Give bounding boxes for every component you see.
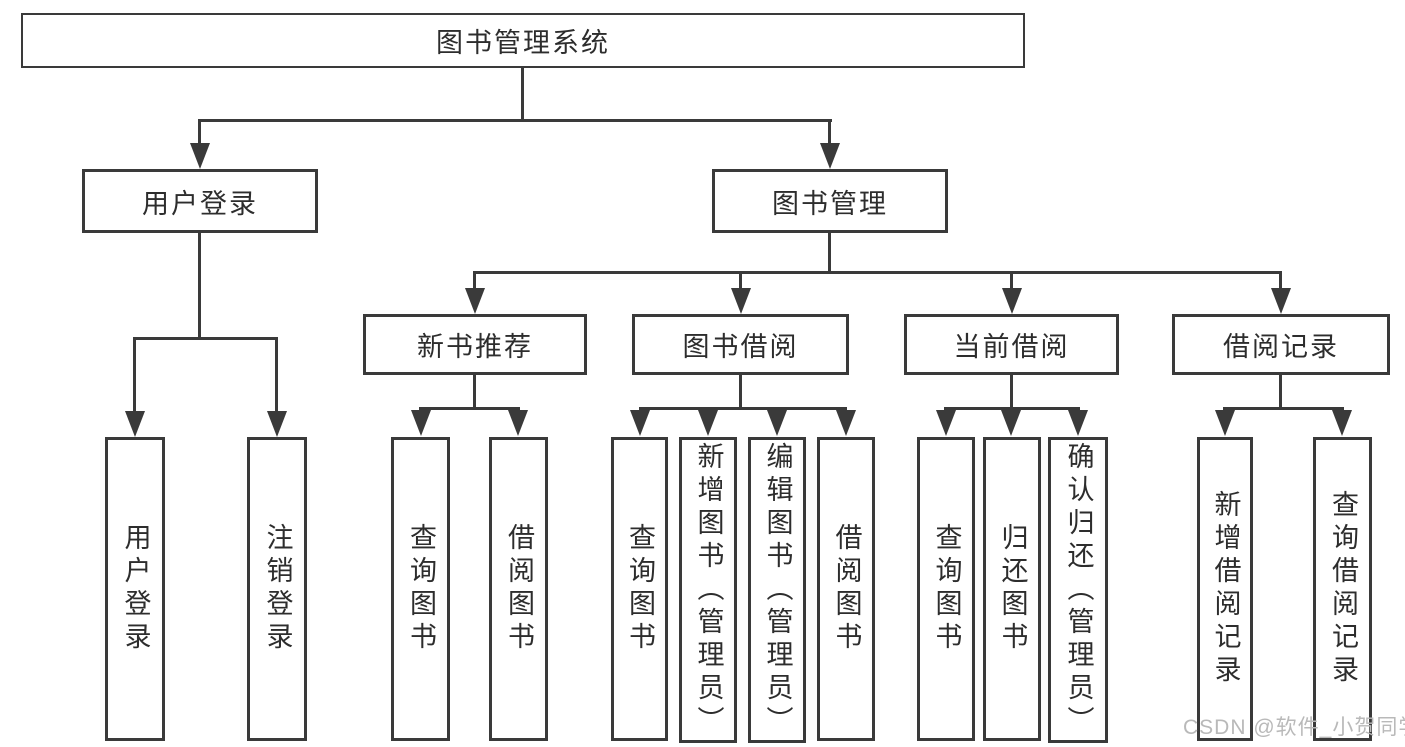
- node-label: 用户登录: [142, 188, 258, 219]
- node-label: 新书推荐: [417, 332, 533, 362]
- connector-line: [133, 337, 278, 340]
- arrow-down-icon: [698, 410, 718, 436]
- connector-line: [1279, 271, 1282, 291]
- node-label: 查询图书: [931, 523, 962, 655]
- connector-line: [739, 375, 742, 410]
- arrow-down-icon: [1215, 410, 1235, 436]
- node-label: 编辑图书（管理员）: [762, 441, 793, 739]
- connector-line: [198, 233, 201, 340]
- node-label: 新增借阅记录: [1210, 490, 1241, 688]
- node-label: 图书管理系统: [436, 28, 610, 58]
- connector-line: [521, 68, 524, 121]
- leaf-logout: 注销登录: [247, 437, 307, 741]
- leaf-query-borrow-record: 查询借阅记录: [1313, 437, 1372, 741]
- arrow-down-icon: [1068, 410, 1088, 436]
- node-label: 借阅记录: [1223, 332, 1339, 362]
- arrow-down-icon: [630, 410, 650, 436]
- connector-line: [1223, 407, 1344, 410]
- arrow-down-icon: [936, 410, 956, 436]
- connector-line: [133, 337, 136, 415]
- connector-line: [473, 375, 476, 410]
- connector-line: [739, 271, 742, 291]
- connector-line: [639, 407, 847, 410]
- leaf-query-books-current: 查询图书: [917, 437, 975, 741]
- leaf-borrow-books: 借阅图书: [817, 437, 875, 741]
- node-user-login-branch: 用户登录: [82, 169, 318, 233]
- arrow-down-icon: [1271, 288, 1291, 314]
- node-borrowing-records: 借阅记录: [1172, 314, 1390, 375]
- node-label: 图书管理: [772, 188, 888, 219]
- node-label: 借阅图书: [504, 523, 534, 655]
- arrow-down-icon: [190, 143, 210, 169]
- node-library-management-system: 图书管理系统: [21, 13, 1025, 68]
- connector-line: [1010, 271, 1013, 291]
- node-label: 注销登录: [262, 523, 293, 655]
- connector-line: [275, 337, 278, 415]
- connector-line: [198, 119, 832, 122]
- node-label: 查询借阅记录: [1328, 490, 1358, 688]
- node-label: 归还图书: [997, 523, 1028, 655]
- leaf-borrow-books-recommend: 借阅图书: [489, 437, 548, 741]
- arrow-down-icon: [125, 411, 145, 437]
- leaf-add-books-admin: 新增图书（管理员）: [679, 437, 737, 743]
- node-label: 当前借阅: [953, 332, 1070, 362]
- arrow-down-icon: [767, 410, 787, 436]
- connector-line: [419, 407, 520, 410]
- connector-line: [944, 407, 1080, 410]
- arrow-down-icon: [465, 288, 485, 314]
- node-current-borrowing: 当前借阅: [904, 314, 1119, 375]
- connector-line: [473, 271, 476, 291]
- arrow-down-icon: [820, 143, 840, 169]
- arrow-down-icon: [1002, 288, 1022, 314]
- connector-line: [1279, 375, 1282, 410]
- leaf-add-borrow-record: 新增借阅记录: [1197, 437, 1253, 741]
- node-label: 借阅图书: [831, 523, 862, 655]
- arrow-down-icon: [267, 411, 287, 437]
- node-label: 图书借阅: [682, 332, 799, 362]
- node-label: 新增图书（管理员）: [693, 441, 724, 739]
- node-label: 查询图书: [406, 523, 436, 655]
- leaf-confirm-return-admin: 确认归还（管理员）: [1048, 437, 1108, 743]
- connector-line: [1010, 375, 1013, 410]
- arrow-down-icon: [508, 410, 528, 436]
- connector-line: [473, 271, 1282, 274]
- node-label: 查询图书: [625, 523, 655, 655]
- node-book-management-branch: 图书管理: [712, 169, 948, 233]
- arrow-down-icon: [836, 410, 856, 436]
- connector-line: [828, 119, 831, 149]
- arrow-down-icon: [731, 288, 751, 314]
- leaf-query-books-borrowing: 查询图书: [611, 437, 668, 741]
- leaf-return-books: 归还图书: [983, 437, 1041, 741]
- leaf-user-login: 用户登录: [105, 437, 165, 741]
- arrow-down-icon: [1001, 410, 1021, 436]
- leaf-edit-books-admin: 编辑图书（管理员）: [748, 437, 806, 743]
- csdn-watermark: CSDN @软件_小贺同学: [1183, 716, 1405, 739]
- arrow-down-icon: [411, 410, 431, 436]
- leaf-query-books-recommend: 查询图书: [391, 437, 450, 741]
- connector-line: [828, 233, 831, 273]
- connector-line: [198, 119, 201, 149]
- node-book-borrowing: 图书借阅: [632, 314, 849, 375]
- node-label: 用户登录: [120, 523, 151, 655]
- node-label: 确认归还（管理员）: [1063, 441, 1094, 739]
- arrow-down-icon: [1332, 410, 1352, 436]
- node-new-book-recommendation: 新书推荐: [363, 314, 587, 375]
